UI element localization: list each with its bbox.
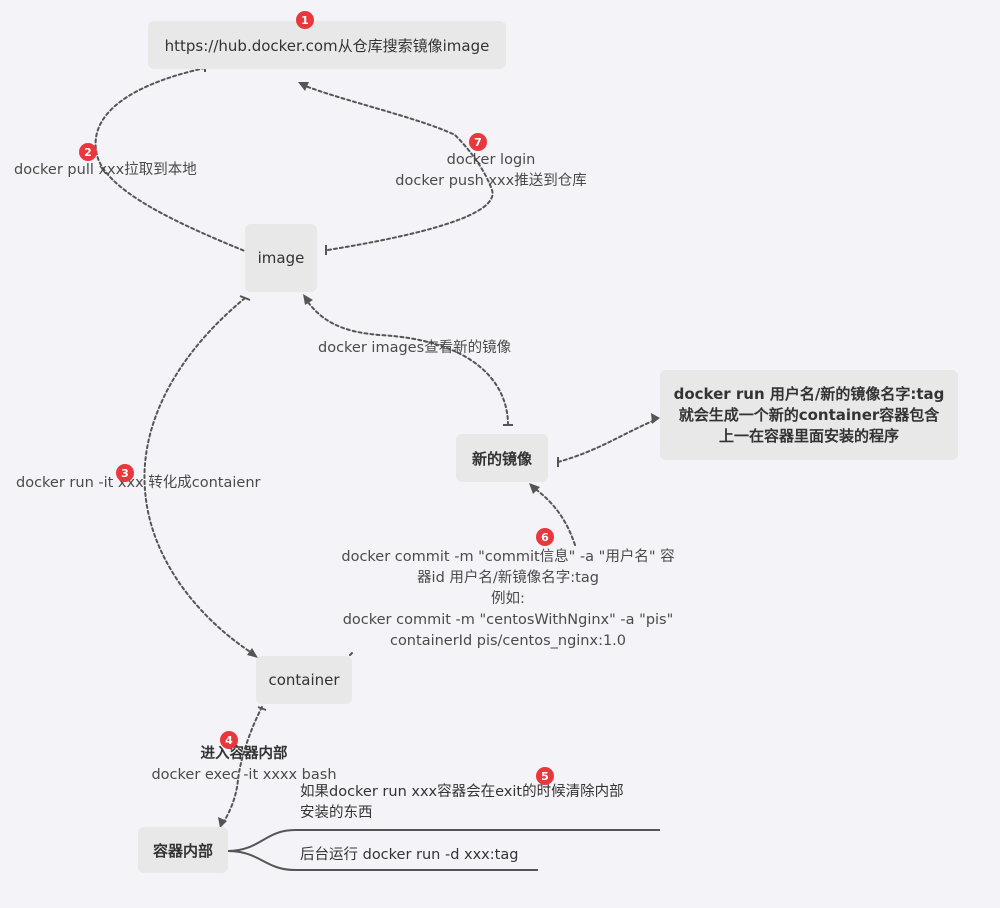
- branch-note-1-line-1: 如果docker run xxx容器会在exit的时候清除内部: [300, 784, 624, 800]
- hub-node-label: https://hub.docker.com从仓库搜索镜像image: [164, 36, 490, 55]
- images-label: docker images查看新的镜像: [318, 340, 512, 356]
- step-badge-6: 6: [536, 528, 554, 546]
- tag-arrowhead: [651, 413, 660, 424]
- branch-connector-1: [227, 829, 660, 852]
- push-label: docker push xxx推送到仓库: [395, 173, 587, 189]
- images-arrowhead: [303, 294, 313, 305]
- run-start-cap: [239, 295, 251, 301]
- login-label: docker login: [446, 152, 536, 168]
- new-image-node-label: 新的镜像: [471, 449, 532, 468]
- image-node-label: image: [257, 249, 305, 267]
- container-node[interactable]: container: [256, 656, 352, 704]
- image-node[interactable]: image: [245, 224, 317, 292]
- commit-label-line-1: docker commit -m "commit信息" -a "用户名" 容: [341, 549, 675, 565]
- tag-note-line-2: 就会生成一个新的container容器包含: [678, 405, 940, 424]
- branch-connector-2: [227, 850, 538, 871]
- branch-note-1-line-2: 安装的东西: [300, 805, 373, 821]
- step-badge-3: 3: [116, 464, 134, 482]
- run-connector: [143, 297, 256, 656]
- branch-note-1: 如果docker run xxx容器会在exit的时候清除内部 安装的东西: [300, 782, 624, 824]
- commit-connector: [532, 486, 576, 546]
- branch-note-2: 后台运行 docker run -d xxx:tag: [300, 847, 519, 863]
- pull-label: docker pull xxx拉取到本地: [14, 162, 197, 178]
- inside-node[interactable]: 容器内部: [138, 827, 228, 873]
- images-connector: [304, 297, 509, 426]
- step-badge-7: 7: [469, 133, 487, 151]
- run-arrowhead: [247, 648, 258, 658]
- hub-node[interactable]: https://hub.docker.com从仓库搜索镜像image: [148, 21, 506, 69]
- tag-note-node[interactable]: docker run 用户名/新的镜像名字:tag 就会生成一个新的contai…: [660, 370, 958, 460]
- inside-node-label: 容器内部: [152, 841, 213, 860]
- exec-arrowhead: [218, 817, 227, 828]
- tag-note-line-3: 上一在容器里面安装的程序: [718, 426, 899, 445]
- push-arrowhead: [298, 82, 309, 91]
- pull-connector: [94, 67, 263, 259]
- commit-label-line-4: docker commit -m "centosWithNginx" -a "p…: [342, 612, 674, 628]
- step-badge-4: 4: [220, 731, 238, 749]
- step-badge-5: 5: [536, 767, 554, 785]
- enter-label-line-2: docker exec -it xxxx bash: [151, 767, 337, 783]
- login-push-label: docker login docker push xxx推送到仓库: [372, 150, 610, 192]
- commit-label-line-5: containerId pis/centos_nginx:1.0: [389, 633, 627, 649]
- run-label: docker run -it xxx 转化成contaienr: [16, 475, 261, 491]
- exec-start-cap: [257, 706, 267, 711]
- enter-label-line-1: 进入容器内部: [200, 746, 288, 762]
- commit-connector-tail: [349, 652, 353, 656]
- new-image-node[interactable]: 新的镜像: [456, 434, 548, 482]
- commit-arrowhead: [529, 483, 540, 494]
- tag-connector: [557, 419, 656, 463]
- step-badge-2: 2: [79, 143, 97, 161]
- step-badge-1: 1: [296, 11, 314, 29]
- container-node-label: container: [268, 671, 340, 689]
- exec-connector: [221, 706, 263, 826]
- tag-note-line-1: docker run 用户名/新的镜像名字:tag: [673, 384, 945, 403]
- commit-label-line-3: 例如:: [491, 591, 525, 607]
- push-connector: [302, 84, 494, 251]
- commit-label-line-2: 器id 用户名/新镜像名字:tag: [417, 570, 599, 586]
- enter-label: 进入容器内部 docker exec -it xxxx bash: [136, 744, 352, 786]
- commit-label: docker commit -m "commit信息" -a "用户名" 容 器…: [318, 547, 698, 652]
